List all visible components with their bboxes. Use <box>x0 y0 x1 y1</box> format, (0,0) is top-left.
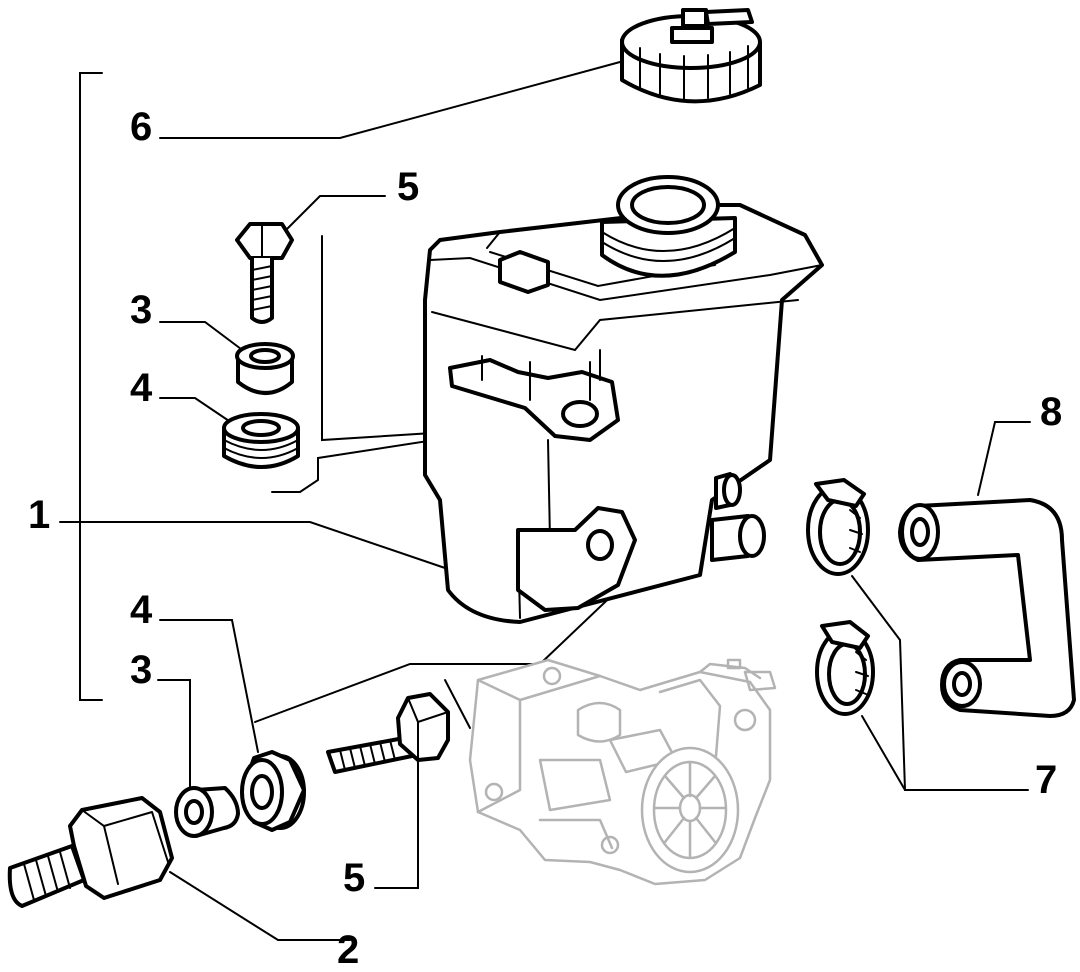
bolt-upper <box>235 222 294 324</box>
hose-clamp-upper <box>806 478 870 576</box>
callout-label-5-lower: 5 <box>343 856 366 900</box>
callout-label-8: 8 <box>1040 390 1063 434</box>
callout-label-3-lower: 3 <box>130 648 153 692</box>
bolt-lower <box>326 692 450 774</box>
callout-label-4-lower: 4 <box>130 588 153 632</box>
reservoir-tank <box>423 175 824 624</box>
callout-label-4-upper: 4 <box>130 366 153 410</box>
callout-label-2: 2 <box>337 928 360 972</box>
power-steering-pump <box>468 658 777 886</box>
reservoir-cap <box>620 8 762 104</box>
bushing-lower <box>174 786 240 838</box>
callout-label-1: 1 <box>28 493 51 537</box>
grommet-upper <box>222 412 300 469</box>
callout-label-7: 7 <box>1035 758 1058 802</box>
callout-label-3-upper: 3 <box>130 288 153 332</box>
callout-label-5-upper: 5 <box>397 165 420 209</box>
assembly-bracket <box>79 72 103 701</box>
callout-label-6: 6 <box>130 105 153 149</box>
leader-lines <box>59 61 1031 941</box>
hose-clamp-lower <box>815 620 875 716</box>
hose-fitting <box>7 796 174 908</box>
bushing-upper <box>235 342 295 395</box>
hose <box>898 498 1076 718</box>
grommet-lower <box>240 750 306 832</box>
